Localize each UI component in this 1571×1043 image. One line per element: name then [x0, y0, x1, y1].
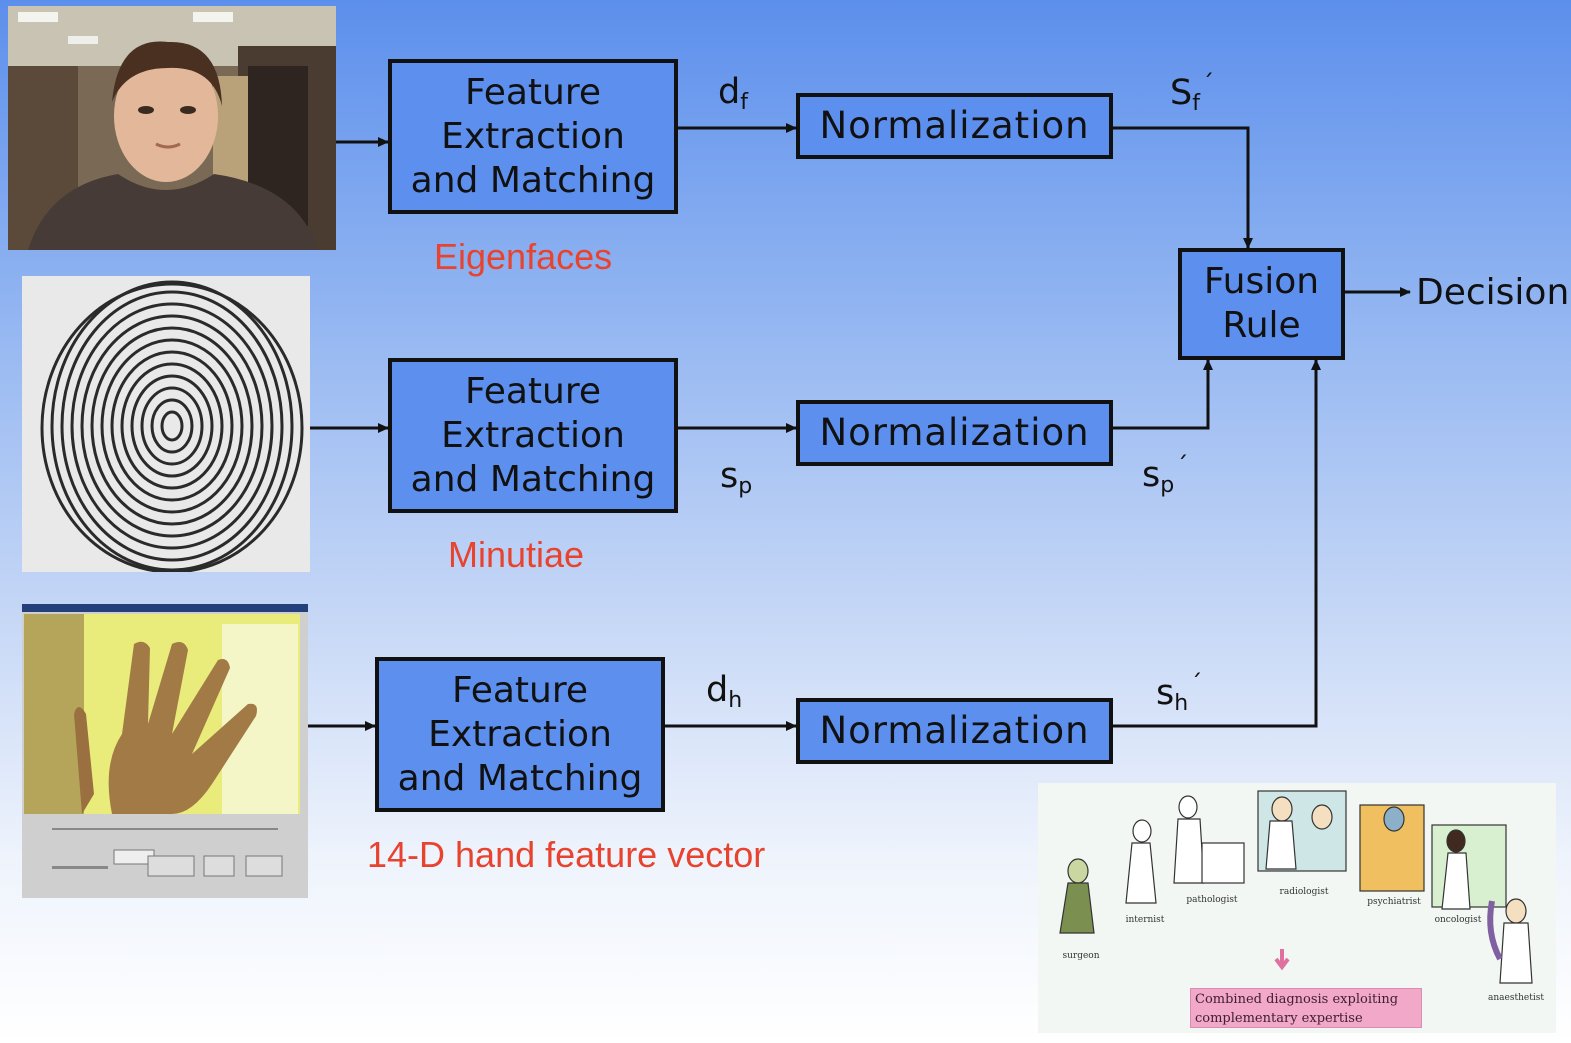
normalization-hand-box: Normalization	[796, 698, 1113, 764]
feature-extraction-face-box: Feature Extraction and Matching	[388, 59, 678, 214]
score-label-sf-prime: Sf´	[1170, 70, 1214, 116]
role-label: psychiatrist	[1367, 897, 1421, 907]
score-prime: ´	[1201, 70, 1214, 98]
method-eigenfaces: Eigenfaces	[434, 236, 613, 277]
face-photo	[8, 6, 336, 250]
fusion-line: Rule	[1222, 305, 1301, 346]
score-base: s	[1156, 673, 1175, 713]
score-subscript: h	[728, 688, 743, 713]
score-base: s	[720, 456, 739, 496]
fingerprint-image	[22, 276, 310, 572]
normalization-fingerprint-box: Normalization	[796, 400, 1113, 466]
score-label-sh-prime: sh´	[1156, 670, 1202, 716]
role-label: internist	[1125, 915, 1165, 925]
normalization-face-box: Normalization	[796, 93, 1113, 159]
role-label: anaesthetist	[1488, 993, 1544, 1003]
score-base: d	[706, 670, 729, 710]
method-hand-feature-vector: 14-D hand feature vector	[367, 834, 766, 875]
expertise-inset: surgeon internist pathologist radiologis…	[1038, 783, 1556, 1033]
box-line: Extraction	[428, 713, 612, 755]
score-base: S	[1170, 73, 1193, 113]
feature-extraction-fingerprint-box: Feature Extraction and Matching	[388, 358, 678, 513]
fusion-rule-box: Fusion Rule	[1178, 248, 1345, 360]
box-line: Feature	[464, 71, 602, 113]
box-line: and Matching	[410, 159, 656, 201]
box-line: Extraction	[441, 115, 625, 157]
normalization-label: Normalization	[819, 104, 1090, 147]
normalization-label: Normalization	[819, 709, 1090, 752]
box-line: and Matching	[410, 458, 656, 500]
fusion-line: Fusion	[1203, 261, 1320, 302]
score-base: d	[718, 72, 741, 112]
score-subscript: p	[1160, 473, 1175, 498]
normalization-label: Normalization	[819, 411, 1090, 454]
decision-label: Decision	[1416, 272, 1570, 313]
score-subscript: h	[1174, 691, 1189, 716]
feature-extraction-hand-box: Feature Extraction and Matching	[375, 657, 665, 812]
role-label: radiologist	[1279, 887, 1329, 897]
score-subscript: f	[1192, 91, 1200, 116]
score-label-df: df	[718, 72, 748, 115]
box-line: and Matching	[397, 757, 643, 799]
score-prime: ´	[1176, 452, 1189, 480]
box-line: Feature	[464, 370, 602, 412]
hand-scanner-screenshot	[22, 604, 308, 898]
score-prime: ´	[1190, 670, 1203, 698]
role-label: oncologist	[1434, 915, 1482, 925]
role-label: pathologist	[1186, 895, 1238, 905]
score-label-sp-prime: sp´	[1142, 452, 1188, 498]
score-subscript: p	[738, 474, 753, 499]
score-label-dh: dh	[706, 670, 742, 713]
score-base: s	[1142, 455, 1161, 495]
combined-diagnosis-caption: Combined diagnosis exploiting complement…	[1190, 988, 1422, 1028]
method-minutiae: Minutiae	[448, 534, 585, 575]
box-line: Feature	[451, 669, 589, 711]
role-label: surgeon	[1062, 951, 1100, 961]
doctors-illustration	[1059, 790, 1533, 984]
score-subscript: f	[740, 90, 748, 115]
box-line: Extraction	[441, 414, 625, 456]
score-label-sp: sp	[720, 456, 752, 499]
